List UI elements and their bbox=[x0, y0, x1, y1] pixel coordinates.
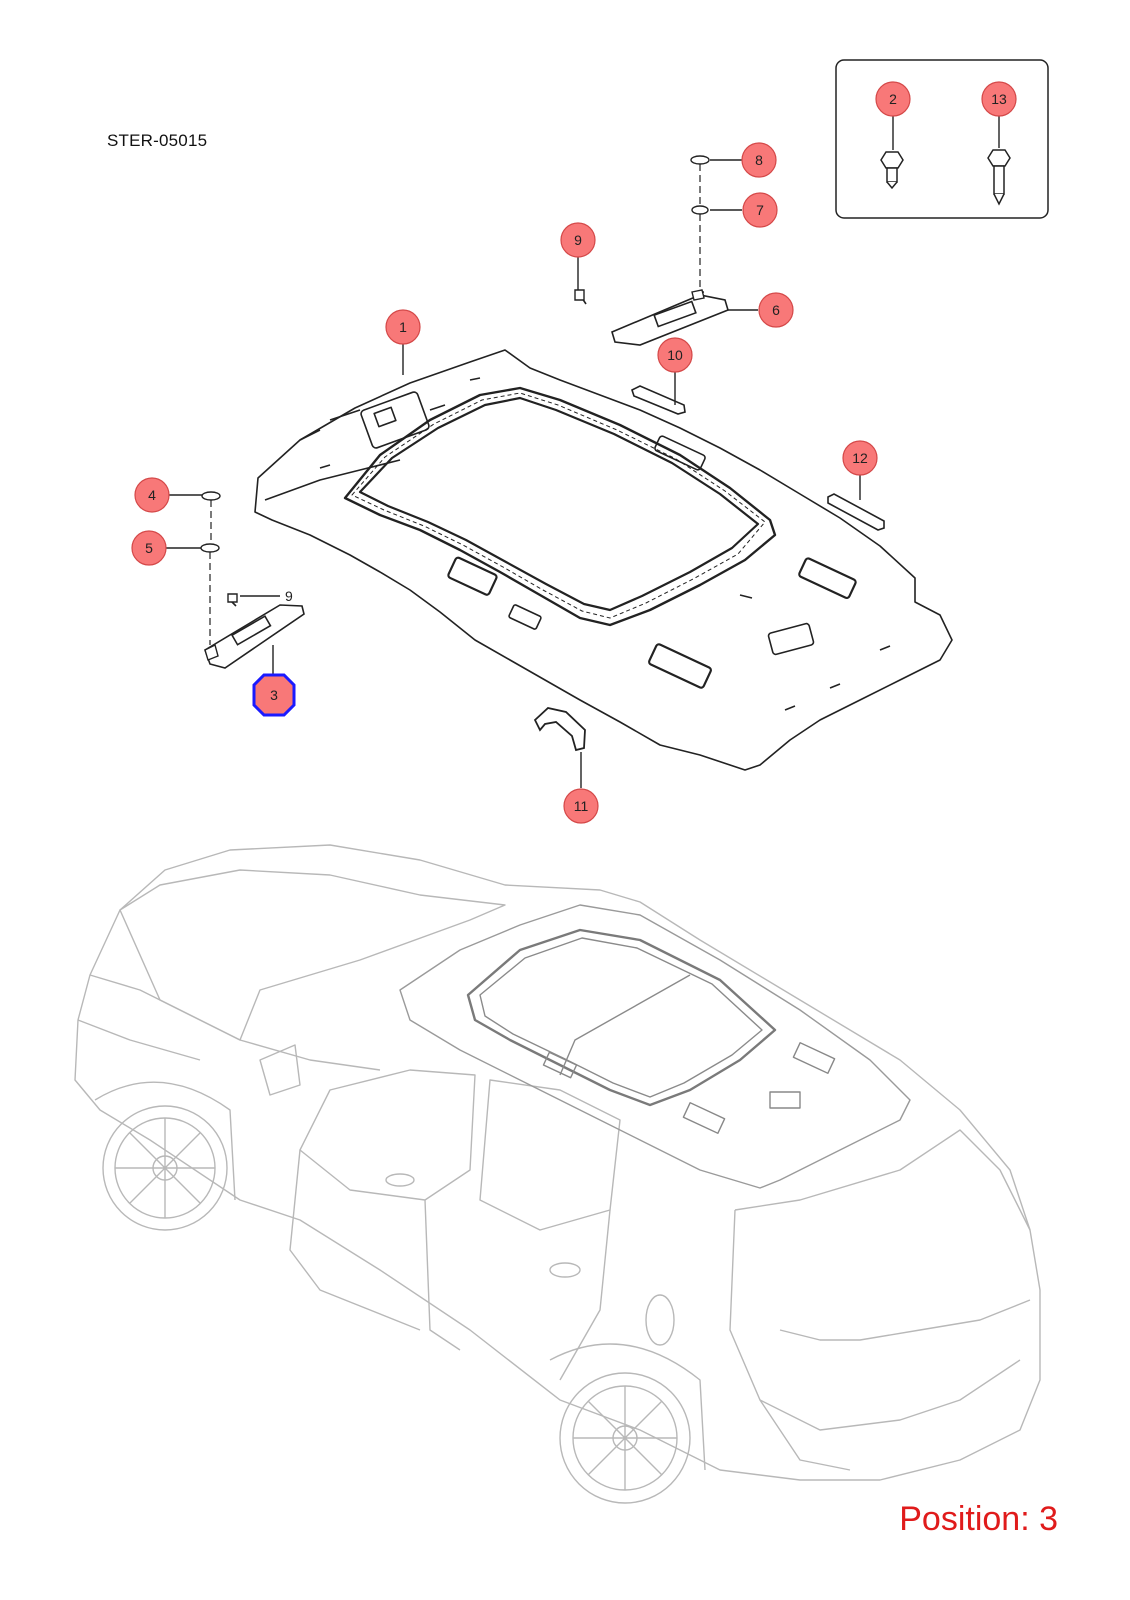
grab-handle-11 bbox=[533, 707, 586, 752]
svg-text:9: 9 bbox=[574, 232, 582, 248]
drawing-code: STER-05015 bbox=[107, 131, 208, 150]
headliner-part bbox=[254, 349, 953, 771]
grab-handle-12 bbox=[827, 493, 885, 531]
svg-text:1: 1 bbox=[399, 319, 407, 335]
callout-10[interactable]: 10 bbox=[657, 337, 693, 373]
callout-8[interactable]: 8 bbox=[741, 142, 777, 178]
svg-text:13: 13 bbox=[991, 91, 1007, 107]
svg-text:5: 5 bbox=[145, 540, 153, 556]
svg-text:2: 2 bbox=[889, 91, 897, 107]
grab-handle-10 bbox=[631, 385, 686, 415]
callout-13[interactable]: 13 bbox=[981, 81, 1017, 117]
fastener-inset bbox=[835, 59, 1049, 219]
svg-text:3: 3 bbox=[270, 687, 278, 703]
vehicle-outline bbox=[74, 844, 1041, 1504]
bolt-2-icon bbox=[880, 151, 904, 190]
callout-9[interactable]: 9 bbox=[560, 222, 596, 258]
callout-1[interactable]: 1 bbox=[385, 309, 421, 345]
leader-lines bbox=[162, 116, 1000, 788]
callout-6[interactable]: 6 bbox=[758, 292, 794, 328]
callout-2[interactable]: 2 bbox=[875, 81, 911, 117]
callout-7[interactable]: 7 bbox=[742, 192, 778, 228]
svg-text:6: 6 bbox=[772, 302, 780, 318]
callout-5[interactable]: 5 bbox=[131, 530, 167, 566]
svg-text:7: 7 bbox=[756, 202, 764, 218]
plain-label-9: 9 bbox=[285, 588, 293, 604]
assembly-lines bbox=[209, 164, 701, 645]
svg-text:12: 12 bbox=[852, 450, 868, 466]
callout-3-highlighted[interactable]: 3 bbox=[252, 673, 296, 717]
svg-text:11: 11 bbox=[574, 798, 589, 814]
screw-13-icon bbox=[987, 149, 1011, 206]
svg-text:10: 10 bbox=[667, 347, 683, 363]
position-caption: Position: 3 bbox=[899, 1500, 1058, 1538]
callout-11[interactable]: 11 bbox=[563, 788, 599, 824]
sun-visor-right bbox=[577, 291, 729, 346]
callout-4[interactable]: 4 bbox=[134, 477, 170, 513]
sun-visor-left bbox=[204, 597, 305, 669]
svg-text:8: 8 bbox=[755, 152, 763, 168]
svg-text:4: 4 bbox=[148, 487, 156, 503]
callout-12[interactable]: 12 bbox=[842, 440, 878, 476]
